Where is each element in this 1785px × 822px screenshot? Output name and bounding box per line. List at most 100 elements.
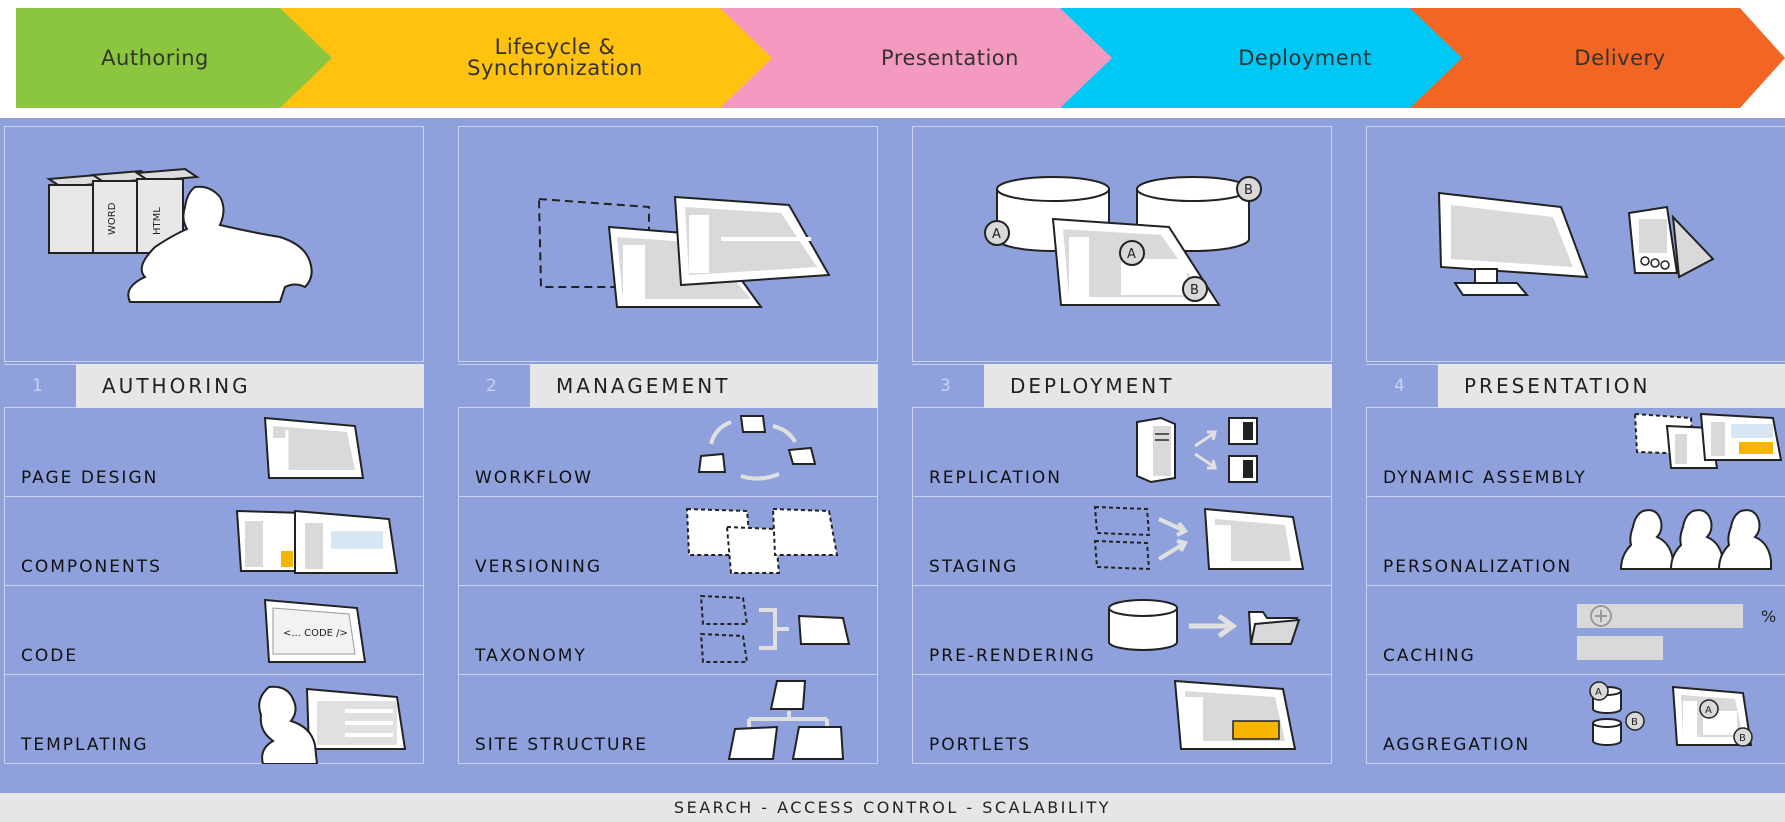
feature-label: STAGING [929, 557, 1019, 577]
book-label-word: WORD [107, 202, 118, 235]
feature-label: DYNAMIC ASSEMBLY [1383, 468, 1587, 488]
aggregation-db-label-b: B [1631, 717, 1638, 728]
feature-portlets: PORTLETS [912, 675, 1332, 764]
feature-label: PRE-RENDERING [929, 646, 1096, 666]
feature-pre-rendering: PRE-RENDERING [912, 586, 1332, 675]
feature-label: REPLICATION [929, 468, 1062, 488]
feature-staging: STAGING [912, 497, 1332, 586]
feature-templating: TEMPLATING [4, 675, 424, 764]
process-chevron-graphic [16, 8, 1785, 108]
feature-page-design: PAGE DESIGN [4, 408, 424, 497]
feature-list: WORKFLOW VERSIONING TAXONOMY [458, 408, 878, 764]
footer-banner: SEARCH - ACCESS CONTROL - SCALABILITY [0, 793, 1785, 822]
column-deployment: B A A B 3 DEPLOYMENT [912, 126, 1332, 764]
workflow-cycle-icon [697, 415, 817, 481]
feature-code: <... CODE /> CODE [4, 586, 424, 675]
feature-dynamic-assembly: DYNAMIC ASSEMBLY [1366, 408, 1785, 497]
column-title: DEPLOYMENT [1010, 374, 1175, 398]
feature-label: CACHING [1383, 646, 1476, 666]
chevron-label-deployment: Deployment [1238, 45, 1372, 70]
documents-stack-icon [537, 195, 831, 308]
feature-list: DYNAMIC ASSEMBLY PERSONALIZATION % [1366, 408, 1785, 764]
feature-label: SITE STRUCTURE [475, 735, 649, 755]
column-number: 4 [1366, 364, 1438, 408]
monitor-and-pda-icon [1437, 191, 1715, 296]
column-management: 2 MANAGEMENT WORKFLOW [458, 126, 878, 764]
pre-rendering-icon [1108, 599, 1301, 651]
column-title: AUTHORING [102, 374, 251, 398]
chevron-lifecycle [280, 8, 792, 108]
feature-caching: % CACHING [1366, 586, 1785, 675]
book-label-html: HTML [152, 207, 163, 235]
column-authoring: WORD HTML 1 AUTHORING PAGE DESIGN [4, 126, 424, 764]
column-number: 1 [4, 364, 76, 408]
databases-and-page-icon: B A A B [984, 176, 1262, 306]
feature-personalization: PERSONALIZATION [1366, 497, 1785, 586]
people-group-icon [1619, 509, 1772, 570]
db-label-a: A [992, 227, 1001, 242]
feature-workflow: WORKFLOW [458, 408, 878, 497]
aggregation-db-label-a: A [1595, 687, 1602, 698]
feature-label: TAXONOMY [475, 646, 587, 666]
process-chevron-bar: Authoring Lifecycle & Synchronization Pr… [0, 0, 1785, 118]
site-structure-icon [727, 680, 845, 760]
components-icon [235, 509, 399, 574]
feature-label: AGGREGATION [1383, 735, 1531, 755]
db-label-b: B [1244, 183, 1253, 198]
code-snippet: <... CODE /> [283, 628, 348, 639]
page-label-b: B [1190, 283, 1199, 298]
chevron-deployment [1060, 8, 1482, 108]
feature-label: WORKFLOW [475, 468, 593, 488]
column-title: MANAGEMENT [556, 374, 731, 398]
feature-label: CODE [21, 646, 79, 666]
feature-aggregation: A B A B AGGREGATION [1366, 675, 1785, 764]
portlets-icon [1173, 679, 1297, 750]
replication-server-icon [1136, 416, 1258, 484]
feature-site-structure: SITE STRUCTURE [458, 675, 878, 764]
chevron-label-authoring: Authoring [101, 45, 209, 70]
presentation-illustration [1366, 126, 1785, 362]
feature-label: COMPONENTS [21, 557, 162, 577]
templating-icon [258, 685, 407, 764]
feature-list: PAGE DESIGN COMPONENTS <... CODE /> [4, 408, 424, 764]
code-icon: <... CODE /> [263, 598, 367, 663]
page-label-a: A [1127, 247, 1136, 262]
feature-label: TEMPLATING [21, 735, 149, 755]
dynamic-assembly-icon [1633, 412, 1783, 469]
page-design-icon [263, 416, 365, 479]
feature-versioning: VERSIONING [458, 497, 878, 586]
books-and-author-icon: WORD HTML [46, 167, 313, 303]
column-title: PRESENTATION [1464, 374, 1651, 398]
feature-label: PORTLETS [929, 735, 1031, 755]
feature-replication: REPLICATION [912, 408, 1332, 497]
chevron-authoring [16, 8, 352, 108]
chevron-presentation [720, 8, 1132, 108]
taxonomy-icon [699, 594, 851, 663]
column-header-management: 2 MANAGEMENT [458, 364, 878, 408]
capability-grid: WORD HTML 1 AUTHORING PAGE DESIGN [0, 118, 1785, 793]
caching-progress-icon: % [1577, 604, 1776, 660]
column-header-deployment: 3 DEPLOYMENT [912, 364, 1332, 408]
caching-percent-label: % [1761, 607, 1776, 626]
feature-label: PAGE DESIGN [21, 468, 159, 488]
column-number: 2 [458, 364, 530, 408]
feature-list: REPLICATION STAGING [912, 408, 1332, 764]
chevron-label-delivery: Delivery [1574, 45, 1666, 70]
feature-label: VERSIONING [475, 557, 602, 577]
column-number: 3 [912, 364, 984, 408]
staging-icon [1093, 505, 1305, 571]
management-illustration [458, 126, 878, 362]
aggregation-page-label-a: A [1705, 705, 1712, 716]
chevron-label-presentation: Presentation [881, 45, 1019, 70]
column-header-authoring: 1 AUTHORING [4, 364, 424, 408]
feature-taxonomy: TAXONOMY [458, 586, 878, 675]
aggregation-page-label-b: B [1739, 733, 1746, 744]
chevron-label-lifecycle: Lifecycle & Synchronization [467, 35, 643, 80]
authoring-illustration: WORD HTML [4, 126, 424, 362]
column-header-presentation: 4 PRESENTATION [1366, 364, 1785, 408]
aggregation-icon: A B A B [1589, 681, 1753, 747]
column-presentation: 4 PRESENTATION DYNAMIC ASSEMBLY [1366, 126, 1785, 764]
chevron-delivery [1410, 8, 1785, 108]
feature-label: PERSONALIZATION [1383, 557, 1573, 577]
feature-components: COMPONENTS [4, 497, 424, 586]
